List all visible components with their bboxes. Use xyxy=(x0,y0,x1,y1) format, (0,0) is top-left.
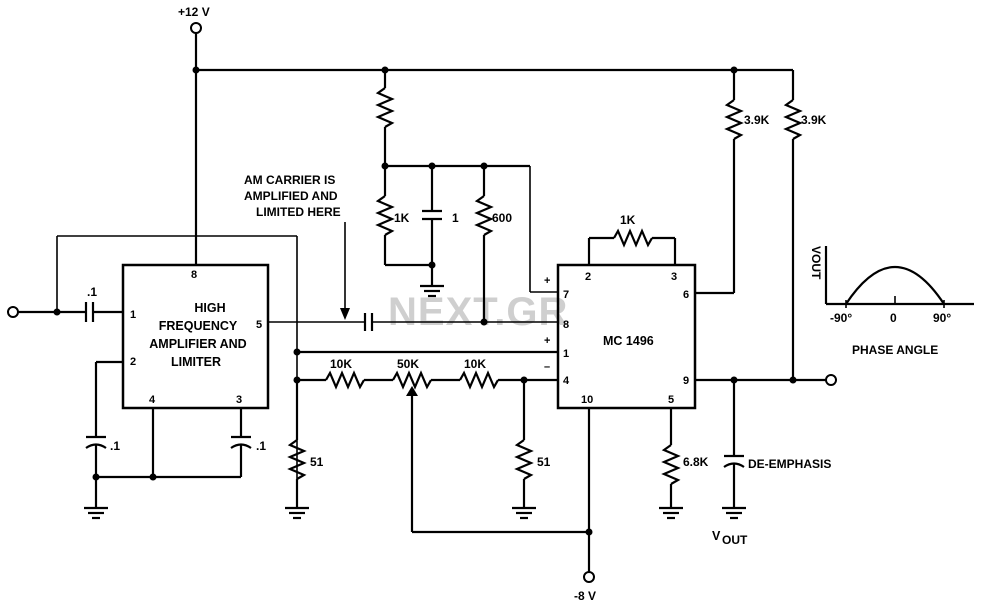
svg-text:DE-EMPHASIS: DE-EMPHASIS xyxy=(748,457,831,471)
svg-text:0: 0 xyxy=(890,311,897,325)
svg-text:1: 1 xyxy=(130,309,136,321)
svg-text:1: 1 xyxy=(563,348,569,360)
supply-negative-8v: -8 V xyxy=(574,571,596,603)
capacitor-1: 1 xyxy=(422,209,459,225)
svg-text:MC 1496: MC 1496 xyxy=(603,334,654,348)
resistor-600 xyxy=(474,195,494,236)
resistor-6k8 xyxy=(661,444,681,485)
resistor-top xyxy=(375,87,395,128)
svg-text:8: 8 xyxy=(563,319,569,331)
svg-text:4: 4 xyxy=(149,394,156,406)
resistor-51-a xyxy=(287,439,307,480)
svg-text:5: 5 xyxy=(668,394,674,406)
svg-text:10K: 10K xyxy=(330,357,352,371)
svg-text:3: 3 xyxy=(236,394,242,406)
ground-symbol xyxy=(659,506,683,520)
ground-symbol xyxy=(420,284,444,298)
svg-text:50K: 50K xyxy=(397,357,419,371)
watermark: NEXT.GR xyxy=(388,290,568,334)
svg-text:LIMITER: LIMITER xyxy=(171,355,221,369)
svg-text:.1: .1 xyxy=(256,439,266,453)
ground-symbol xyxy=(285,506,309,520)
coupling-capacitor xyxy=(363,313,374,331)
svg-text:51: 51 xyxy=(310,455,324,469)
carrier-annotation: AM CARRIER IS AMPLIFIED AND LIMITED HERE xyxy=(244,173,350,320)
supply-positive-12v: +12 V xyxy=(178,5,210,70)
input-capacitor: .1 xyxy=(84,285,97,322)
svg-text:AMPLIFIER AND: AMPLIFIER AND xyxy=(149,337,246,351)
pin2-capacitor: .1 xyxy=(85,435,120,453)
svg-text:2: 2 xyxy=(585,271,591,283)
potentiometer-50k xyxy=(392,370,432,390)
resistor-10k-b xyxy=(459,370,499,390)
svg-text:AM CARRIER IS: AM CARRIER IS xyxy=(244,173,335,187)
svg-text:+: + xyxy=(544,335,550,347)
resistor-51-b xyxy=(514,439,534,480)
output-terminal xyxy=(825,374,837,386)
svg-text:3.9K: 3.9K xyxy=(801,113,827,127)
svg-text:1K: 1K xyxy=(394,211,410,225)
resistor-10k-a xyxy=(325,370,365,390)
svg-text:+: + xyxy=(544,275,550,287)
svg-text:4: 4 xyxy=(563,375,570,387)
svg-text:V: V xyxy=(712,529,721,543)
svg-text:10: 10 xyxy=(581,394,593,406)
svg-text:3.9K: 3.9K xyxy=(744,113,770,127)
svg-text:LIMITED HERE: LIMITED HERE xyxy=(256,205,341,219)
deemphasis-capacitor: DE-EMPHASIS xyxy=(723,454,831,471)
svg-text:1: 1 xyxy=(452,211,459,225)
svg-text:FREQUENCY: FREQUENCY xyxy=(159,319,238,333)
y-axis-label: VOUT xyxy=(809,246,823,280)
svg-text:+12 V: +12 V xyxy=(178,5,210,19)
svg-text:1K: 1K xyxy=(620,213,636,227)
svg-text:6: 6 xyxy=(683,289,689,301)
svg-text:OUT: OUT xyxy=(722,533,748,547)
svg-text:5: 5 xyxy=(256,319,262,331)
svg-text:90°: 90° xyxy=(933,311,951,325)
svg-text:PHASE ANGLE: PHASE ANGLE xyxy=(852,343,938,357)
svg-text:2: 2 xyxy=(130,356,136,368)
amplifier-limiter-block: HIGH FREQUENCY AMPLIFIER AND LIMITER 8 1… xyxy=(121,263,270,410)
svg-text:7: 7 xyxy=(563,289,569,301)
svg-text:9: 9 xyxy=(683,375,689,387)
vout-label: V OUT xyxy=(712,529,748,547)
svg-text:3: 3 xyxy=(671,271,677,283)
ground-symbol xyxy=(512,506,536,520)
resistor-3k9-a xyxy=(724,99,744,140)
mc1496-ic: MC 1496 2 3 6 7 8 1 4 9 10 5 + + – xyxy=(544,263,697,410)
ground-symbol xyxy=(722,506,746,520)
svg-text:HIGH: HIGH xyxy=(194,301,225,315)
svg-text:51: 51 xyxy=(537,455,551,469)
svg-text:600: 600 xyxy=(492,211,512,225)
svg-text:-8 V: -8 V xyxy=(574,589,596,603)
svg-text:8: 8 xyxy=(191,269,197,281)
pin3-capacitor: .1 xyxy=(230,435,266,453)
phase-response-plot: VOUT -90° 0 90° PHASE ANGLE xyxy=(809,246,974,357)
ground-symbol xyxy=(84,506,108,520)
svg-text:AMPLIFIED AND: AMPLIFIED AND xyxy=(244,189,338,203)
resistor-1k-top xyxy=(613,228,653,248)
svg-text:6.8K: 6.8K xyxy=(683,455,709,469)
svg-text:10K: 10K xyxy=(464,357,486,371)
resistor-3k9-b xyxy=(783,99,803,140)
svg-text:.1: .1 xyxy=(87,285,97,299)
svg-text:–: – xyxy=(544,361,550,373)
input-terminal xyxy=(7,306,19,318)
resistor-1k xyxy=(375,195,395,236)
svg-text:.1: .1 xyxy=(110,439,120,453)
svg-text:-90°: -90° xyxy=(830,311,852,325)
